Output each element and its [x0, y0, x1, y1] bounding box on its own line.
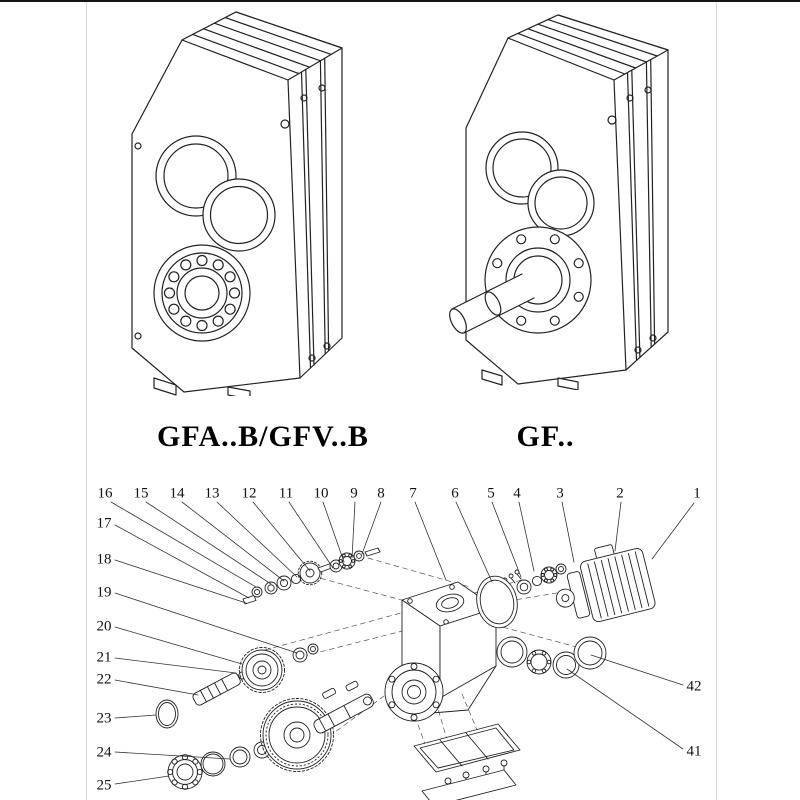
leader-line-16: [110, 501, 257, 588]
leader-line-42: [590, 654, 684, 686]
leader-line-21: [114, 657, 237, 674]
leader-line-9: [351, 501, 356, 559]
leader-line-8: [361, 501, 382, 555]
leader-line-2: [614, 501, 622, 552]
gearbox-drawing-gf: [449, 14, 669, 390]
model-label-gfab-gfvb: GFA..B/GFV..B: [157, 420, 369, 453]
leader-lines: [110, 501, 695, 785]
gear-housing: [384, 569, 522, 722]
output-gear-cluster: [167, 680, 374, 790]
leader-line-14: [181, 501, 285, 582]
leader-line-20: [114, 626, 243, 665]
leader-line-3: [561, 501, 575, 563]
side-panel: [287, 57, 331, 379]
intermediate-gear-cluster: [155, 643, 319, 729]
leader-line-10: [322, 501, 345, 563]
leader-line-19: [114, 592, 298, 654]
hollow-shaft-bearing: [153, 244, 251, 342]
leader-line-22: [114, 679, 199, 696]
input-shaft-small-parts: [242, 547, 381, 605]
leader-line-25: [114, 775, 170, 785]
leader-line-5: [491, 501, 522, 578]
gearbox-drawing-gfab-gfvb: [131, 11, 343, 396]
leader-line-13: [216, 501, 298, 578]
leader-line-23: [114, 714, 157, 719]
leader-line-1: [651, 502, 695, 560]
bearing-bores: [485, 131, 595, 237]
leader-line-18: [114, 559, 247, 604]
leader-line-4: [518, 501, 535, 572]
input-seals-bearings: [476, 563, 567, 629]
leader-line-15: [145, 501, 272, 585]
mounting-feet: [153, 377, 251, 396]
cover-rings: [496, 636, 607, 679]
mounting-feet: [481, 369, 579, 390]
leader-line-24: [114, 751, 231, 760]
output-shaft: [449, 273, 535, 334]
leader-line-41: [566, 668, 684, 750]
bearing-bores: [155, 135, 276, 252]
mounting-plate-gasket: [413, 723, 521, 800]
ribbed-top-face: [507, 14, 669, 81]
leader-line-7: [414, 501, 447, 581]
model-label-gf: GF..: [516, 420, 575, 453]
page-edge-line: [86, 2, 87, 800]
output-flange: [484, 226, 592, 334]
leader-line-6: [455, 501, 493, 583]
leader-line-17: [114, 524, 250, 599]
leader-line-11: [288, 501, 334, 569]
leader-line-12: [252, 501, 311, 572]
motor-adapter: [555, 544, 656, 623]
exploded-parts-diagram: [110, 501, 695, 800]
ribbed-top-face: [181, 11, 343, 81]
page-edge-line: [716, 2, 717, 800]
side-panel: [613, 58, 657, 371]
